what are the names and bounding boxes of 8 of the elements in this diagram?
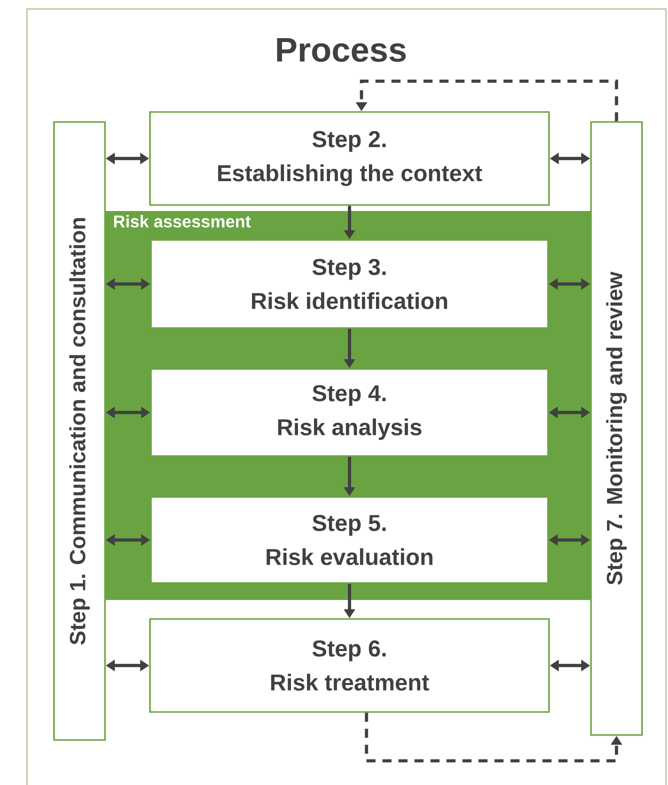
process-box: Step 5. Risk evaluation <box>150 496 549 584</box>
process-box: Step 3. Risk identification <box>150 239 549 329</box>
process-box: Step 6. Risk treatment <box>149 618 550 713</box>
side-bar: Step 1. Communication and consultation <box>53 121 106 741</box>
process-box: Step 4. Risk analysis <box>150 368 549 457</box>
process-box: Step 2. Establishing the context <box>149 111 550 206</box>
side-bar: Step 7. Monitoring and review <box>590 121 643 736</box>
title: Process <box>277 38 406 62</box>
